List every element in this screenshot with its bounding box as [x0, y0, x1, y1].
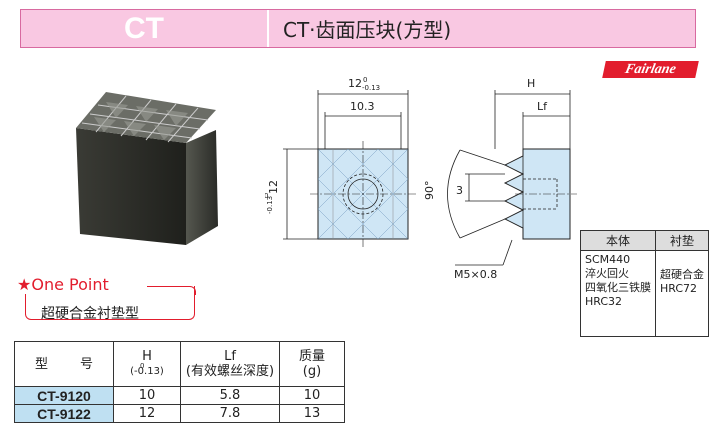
- one-point-text: 超硬合金衬垫型: [41, 306, 139, 322]
- header-lf: Lf (有效螺丝深度): [180, 341, 280, 387]
- material-body-cell: SCM440 淬火回火 四氧化三铁膜 HRC32: [580, 250, 656, 337]
- pitch-label: 3: [456, 184, 463, 197]
- brand-logo: Fairlane: [602, 61, 699, 78]
- width-dim-label: 12: [348, 77, 362, 90]
- material-header-body: 本体: [580, 230, 656, 251]
- svg-text:-0.13: -0.13: [266, 196, 274, 214]
- header-h: H (-0.13)0: [113, 341, 181, 387]
- svg-text:0: 0: [265, 192, 268, 200]
- technical-drawing: 12 0 -0.13 10.3 12 0 -0.13 H Lf 90° 3 M5…: [265, 76, 577, 281]
- one-point-title: ★One Point: [17, 275, 115, 294]
- h-dim-label: H: [527, 77, 535, 90]
- angle-label: 90°: [423, 181, 436, 201]
- product-code: CT: [21, 10, 269, 47]
- product-photo: [76, 92, 218, 245]
- material-pad-cell: 超硬合金 HRC72: [655, 250, 709, 337]
- table-row: CT-9122 12 7.8 13: [14, 404, 345, 423]
- spec-table: 型号 H (-0.13)0 Lf (有效螺丝深度) 质量 (g) CT-9120…: [14, 341, 345, 423]
- model-cell: CT-9120: [14, 386, 114, 405]
- thread-label: M5×0.8: [454, 268, 497, 281]
- svg-text:0: 0: [363, 76, 367, 84]
- height-dim-label: 12: [267, 180, 280, 194]
- inner-width-label: 10.3: [350, 100, 375, 113]
- material-header-pad: 衬垫: [655, 230, 709, 251]
- side-view: [503, 148, 571, 240]
- table-row: CT-9120 10 5.8 10: [14, 386, 345, 405]
- lf-dim-label: Lf: [537, 100, 548, 113]
- model-cell: CT-9122: [14, 404, 114, 423]
- material-table: 本体 衬垫 SCM440 淬火回火 四氧化三铁膜 HRC32 超硬合金 HRC7…: [580, 230, 709, 337]
- header-bar: CT CT·齿面压块(方型): [20, 9, 696, 48]
- header-model: 型号: [14, 341, 114, 387]
- product-title: CT·齿面压块(方型): [283, 18, 452, 42]
- svg-text:-0.13: -0.13: [362, 84, 380, 92]
- header-mass: 质量 (g): [279, 341, 345, 387]
